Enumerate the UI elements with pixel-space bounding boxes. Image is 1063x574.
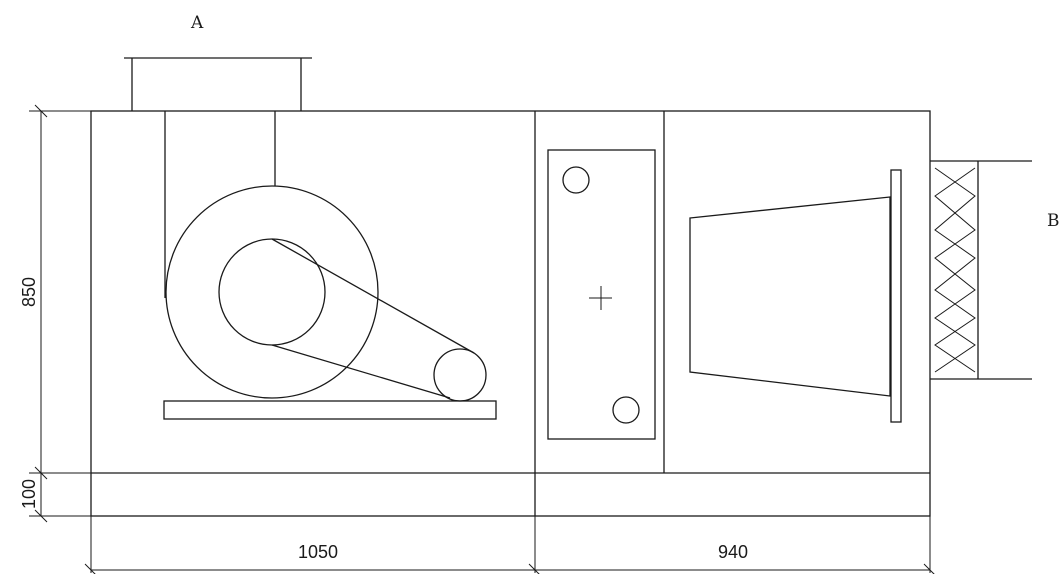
width-dimension: 1050 940: [84, 516, 935, 574]
belt-lower: [271, 344, 451, 399]
belt-upper: [271, 238, 475, 354]
fan-housing: [165, 185, 379, 399]
inlet-label-a: A: [190, 13, 204, 33]
transition-section: [689, 169, 902, 423]
fan-pulley: [218, 238, 326, 346]
coil-port-top: [562, 166, 590, 194]
dimension-850: 850: [19, 277, 39, 307]
outlet-label-b: B: [1047, 211, 1060, 231]
outlet-flange: [890, 169, 902, 423]
dimension-100: 100: [19, 479, 39, 509]
fan-assembly: [163, 111, 497, 420]
fan-base-plate: [163, 400, 497, 420]
coil-section: [547, 149, 656, 440]
transition-cone: [689, 196, 891, 397]
height-dimension: 850 100: [19, 104, 91, 523]
unit-casing: [90, 110, 931, 517]
dimension-1050: 1050: [298, 542, 338, 562]
outlet-duct-b: [930, 160, 1032, 380]
motor-pulley: [433, 348, 487, 402]
coil-port-bottom: [612, 396, 640, 424]
dimension-940: 940: [718, 542, 748, 562]
coil-panel: [547, 149, 656, 440]
damper-blades: [934, 167, 976, 373]
inlet-duct-a: [124, 57, 312, 111]
